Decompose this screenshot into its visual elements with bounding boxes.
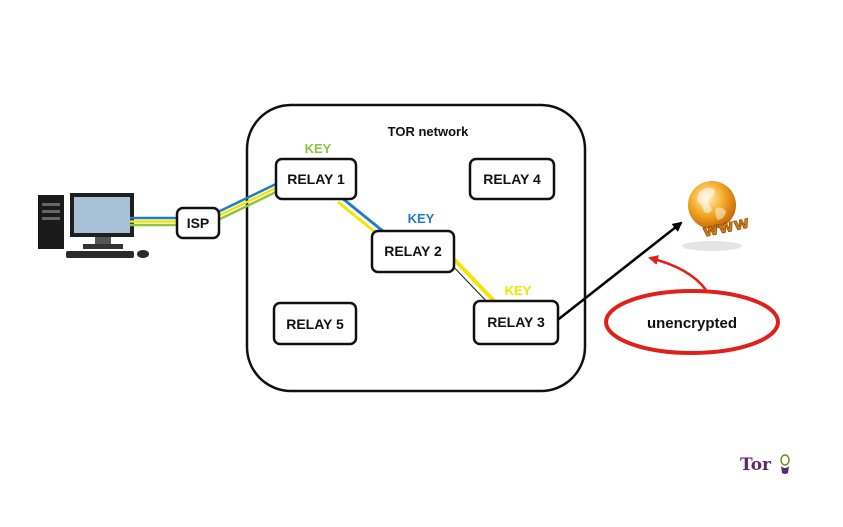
tunnel-computer-isp	[130, 216, 178, 227]
isp-label: ISP	[187, 215, 210, 231]
key-label-relay3: KEY	[505, 283, 532, 298]
callout-pointer-arrow	[648, 255, 708, 291]
isp-node[interactable]: ISP	[175, 206, 221, 240]
relay3-label: RELAY 3	[487, 314, 545, 330]
tunnel-isp-relay1	[217, 180, 281, 222]
tunnel-relay1-relay2	[337, 196, 385, 238]
relay1-label: RELAY 1	[287, 171, 345, 187]
unencrypted-callout-label: unencrypted	[647, 315, 737, 332]
key-label-relay1: KEY	[305, 141, 332, 156]
relay4-label: RELAY 4	[483, 171, 541, 187]
computer-icon	[38, 193, 149, 258]
relay2-node[interactable]: RELAY 2	[370, 229, 456, 274]
relay5-label: RELAY 5	[286, 316, 344, 332]
relay1-node[interactable]: RELAY 1	[274, 157, 358, 201]
relay2-label: RELAY 2	[384, 243, 442, 259]
key-label-relay2: KEY	[408, 211, 435, 226]
relay4-node[interactable]: RELAY 4	[468, 157, 556, 201]
tor-logo-text: Tor	[740, 455, 772, 475]
relay3-node[interactable]: RELAY 3	[472, 299, 560, 346]
unencrypted-callout-ellipse	[604, 289, 780, 355]
tor-network-title: TOR network	[388, 124, 469, 139]
unencrypted-link-arrow	[554, 221, 683, 323]
tor-logo: Tor	[740, 454, 790, 475]
relay5-node[interactable]: RELAY 5	[272, 301, 358, 346]
www-globe-icon: www	[682, 181, 752, 251]
